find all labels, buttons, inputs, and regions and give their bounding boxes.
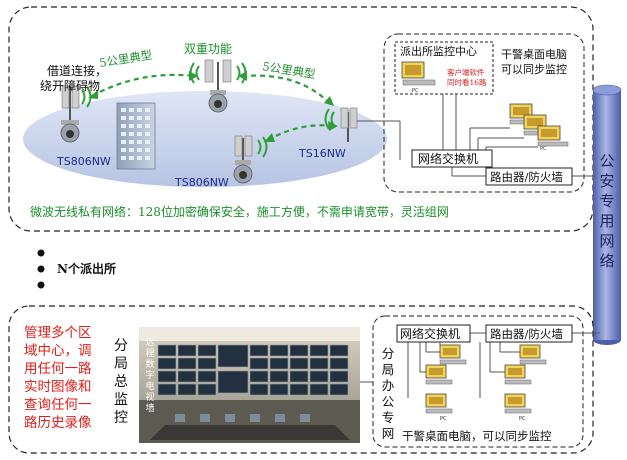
video-wall-char: 字 — [145, 369, 154, 381]
branch-monitor-char: 监 — [114, 392, 128, 408]
branch-office-char: 公 — [382, 394, 395, 409]
dome-camera-center-icon — [204, 59, 232, 113]
video-wall-char: 视 — [145, 391, 154, 403]
network-switch-top-label: 网络交换机 — [418, 151, 478, 166]
management-note-line: 路历史录像 — [24, 415, 92, 431]
dome-camera-left-icon — [60, 85, 80, 143]
public-network-char: 网 — [599, 232, 614, 250]
cam-left-note-line1: 借道连接， — [47, 63, 107, 78]
branch-pc-left-1-icon — [439, 344, 467, 365]
router-top-label: 路由器/防火墙 — [490, 170, 563, 184]
police-desktop-line1: 干警桌面电脑 — [501, 47, 567, 61]
video-wall-char: 电 — [145, 380, 154, 392]
ts16nw-label: TS16NW — [298, 147, 346, 160]
video-wall-char: 程 — [145, 348, 154, 359]
branch-monitor-char: 局 — [114, 356, 128, 372]
network-switch-top-box — [411, 149, 493, 168]
wireless-coverage-ellipse — [23, 91, 387, 187]
management-note-line: 查询任何一 — [24, 397, 92, 413]
branch-pc-right-2-icon — [504, 364, 532, 385]
arrow-heads-icon — [88, 71, 338, 142]
range-right-label: 5公里典型 — [262, 59, 317, 81]
public-network-char: 络 — [599, 252, 614, 270]
wireless-network-note: 微波无线私有网络：128位加密确保安全，施工方便，不需申请宽带，灵活组网 — [30, 204, 449, 219]
dual-function-label: 双重功能 — [184, 42, 232, 56]
range-left-label: 5公里典型 — [98, 48, 153, 70]
building-icon — [116, 102, 156, 170]
police-center-title: 派出所监控中心 — [400, 44, 477, 58]
management-note-line: 用任何一路 — [24, 361, 92, 377]
video-wall-char: 数 — [145, 358, 154, 370]
router-bottom-label: 路由器/防火墙 — [490, 327, 563, 341]
desktop-pc-3-icon — [537, 125, 569, 147]
management-note-line: 实时图像和 — [24, 379, 92, 395]
public-network-char: 专 — [599, 192, 614, 210]
branch-office-char: 局 — [382, 362, 395, 377]
branch-monitor-char: 总 — [114, 374, 128, 390]
branch-pc-left-2-icon — [425, 364, 453, 385]
n-police-stations-label: N个派出所 — [57, 261, 116, 276]
branch-police-desktop-note: 干警桌面电脑，可以同步监控 — [402, 429, 552, 443]
branch-office-char: 办 — [382, 378, 395, 393]
ts806nw-bottom-label: TS806NW — [174, 176, 229, 189]
antenna-right-icon — [340, 107, 358, 142]
public-network-char: 安 — [599, 172, 614, 190]
ts806nw-left-label: TS806NW — [56, 155, 111, 168]
branch-pc-right-1-icon — [519, 344, 547, 365]
ellipsis-dots — [37, 249, 45, 289]
branch-office-char: 网 — [382, 426, 395, 441]
dome-camera-bottom-icon — [233, 135, 253, 184]
public-network-char: 用 — [599, 212, 614, 230]
public-network-char: 公 — [599, 152, 614, 170]
wireless-link-arrows — [91, 73, 335, 141]
router-top-box — [485, 167, 573, 186]
branch-monitor-label: 分 局 总 监 控 — [114, 338, 128, 426]
branch-office-network-label: 分 局 办 公 专 网 — [382, 346, 395, 441]
branch-pc-label-right: PC — [519, 416, 526, 422]
network-switch-bottom-box — [396, 324, 471, 343]
branch-pc-label-left: PC — [440, 416, 447, 422]
bottom-section-frame — [8, 305, 594, 454]
branch-office-char: 专 — [382, 410, 395, 425]
management-note-line: 域中心，调 — [24, 343, 92, 359]
video-wall-photo — [139, 327, 360, 443]
branch-pc-right-3-icon — [504, 393, 532, 414]
client-software-line1: 客户端软件 — [447, 67, 485, 77]
police-station-subframe — [383, 33, 585, 193]
public-security-network-pillar — [592, 84, 622, 345]
desktop-pc-label: PC — [540, 146, 547, 152]
video-wall-char: 墙 — [145, 402, 154, 414]
branch-monitor-char: 控 — [114, 410, 128, 426]
police-desktop-line2: 可以同步监控 — [501, 62, 567, 76]
client-software-line2: 同时看16路 — [447, 77, 487, 87]
management-note-line: 管理多个区 — [24, 324, 92, 341]
video-wall-char: 远 — [145, 337, 154, 348]
network-lines-top — [357, 94, 600, 177]
signal-waves-bottom-icon — [257, 136, 268, 158]
management-note: 管理多个区 域中心，调 用任何一路 实时图像和 查询任何一 路历史录像 — [24, 324, 92, 431]
branch-monitor-char: 分 — [114, 338, 128, 354]
center-pc-icon — [401, 61, 436, 86]
public-network-label: 公 安 专 用 网 络 — [599, 152, 614, 270]
branch-office-char: 分 — [382, 346, 395, 361]
router-bottom-box — [485, 324, 573, 343]
network-switch-bottom-label: 网络交换机 — [400, 326, 460, 341]
video-wall-label: 远 程 数 字 电 视 墙 — [145, 337, 154, 414]
branch-pc-left-3-icon — [425, 393, 453, 414]
center-pc-label: PC — [412, 88, 419, 94]
network-lines-bottom — [360, 332, 600, 398]
cam-left-note-line2: 绕开障碍物 — [40, 78, 100, 93]
